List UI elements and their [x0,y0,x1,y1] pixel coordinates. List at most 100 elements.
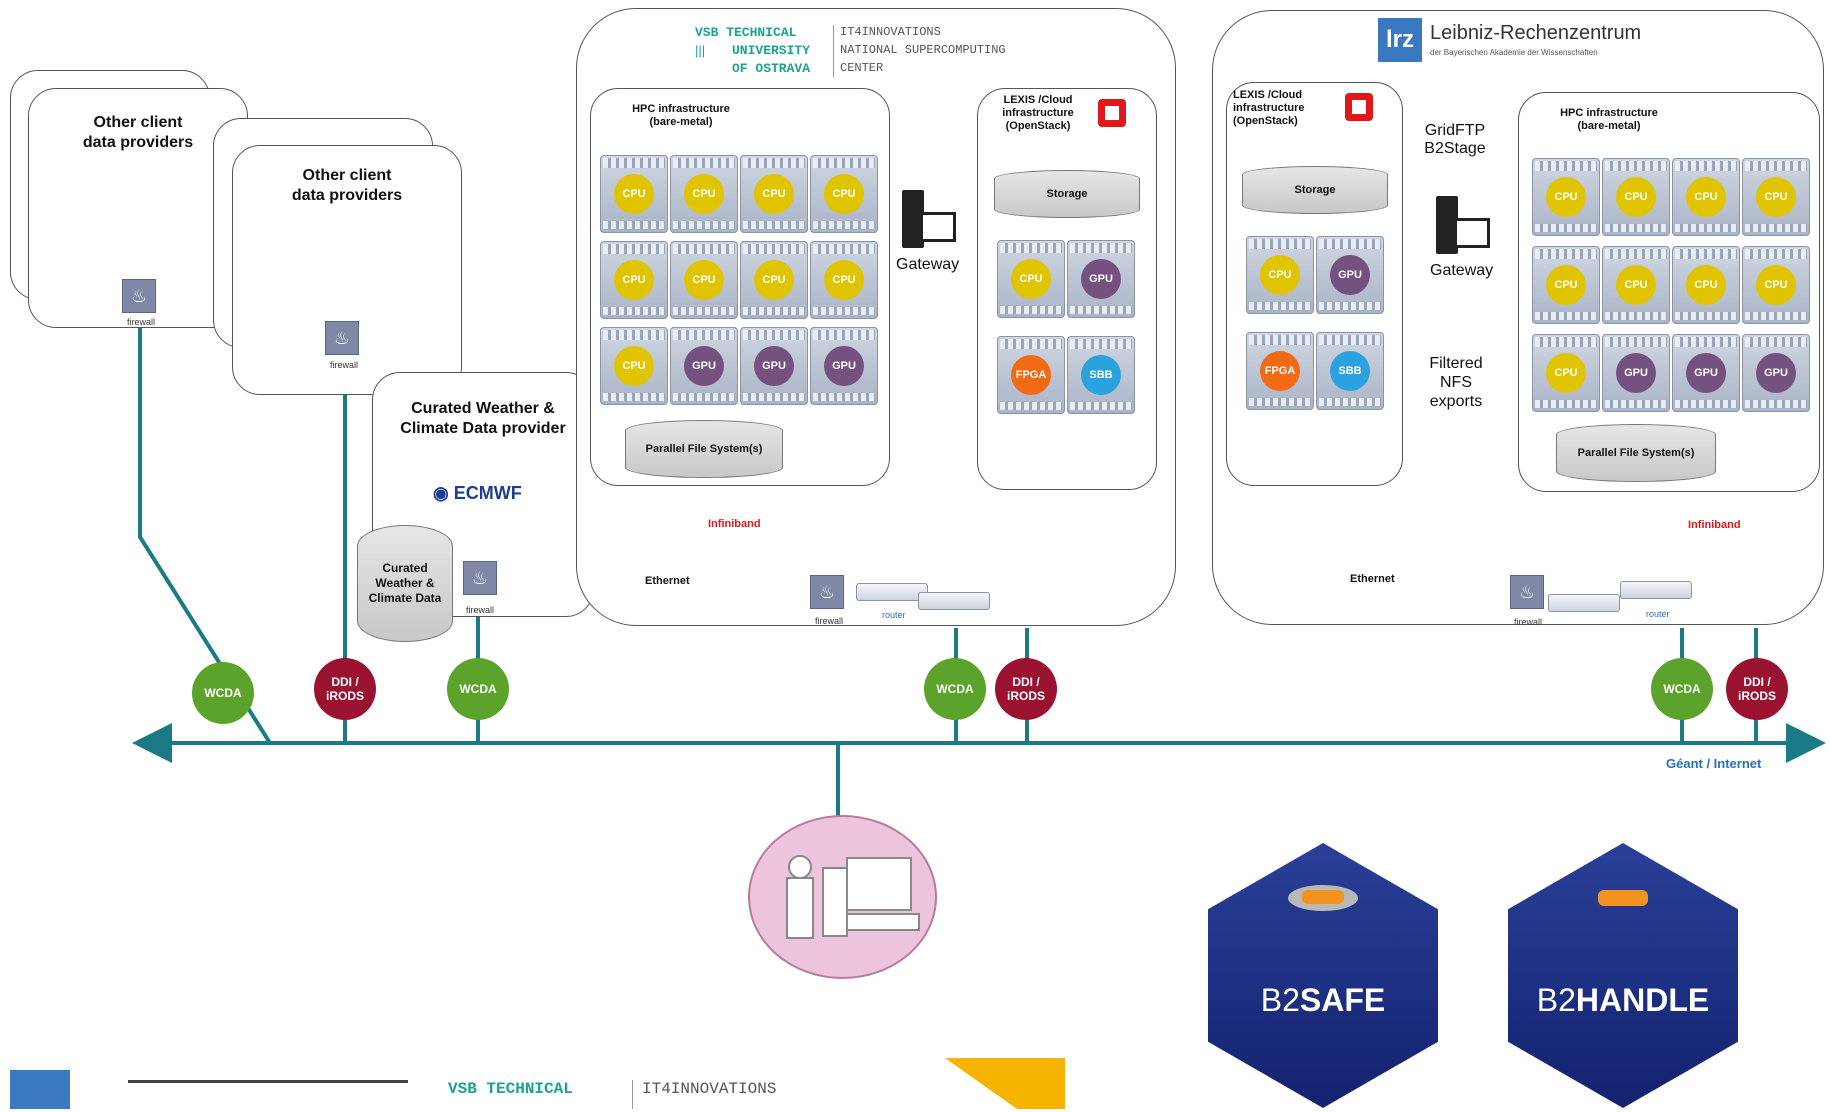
client-provider-2-title: Other client data providers [291,167,403,204]
cpu-chip: CPU [824,174,864,214]
fpga-chip: FPGA [1011,355,1051,395]
logo-divider [833,25,834,77]
it4i-logo-line2: NATIONAL SUPERCOMPUTING [840,43,1006,57]
cpu-chip: CPU [754,260,794,300]
gpu-chip: GPU [1081,259,1121,299]
ddi-irods-badge: DDI / iRODS [995,658,1057,720]
firewall-icon: ♨ [1510,575,1544,609]
vsb-logo-mark-icon: ||| [695,43,706,58]
gateway-server-icon [902,190,960,254]
ddi-irods-badge: DDI / iRODS [314,658,376,720]
gpu-chip: GPU [684,346,724,386]
lrz-gateway-label: Gateway [1430,262,1494,279]
ddi-irods-badge: DDI / iRODS [1726,658,1788,720]
fpga-chip: FPGA [1260,351,1300,391]
server-node: CPU [600,241,668,319]
lrz-parallel-file-system: Parallel File System(s) [1556,424,1716,482]
server-node: SBB [1316,332,1384,410]
lrz-hpc-title: HPC infrastructure (bare-metal) [1560,107,1658,132]
lrz-firewall-label: firewall [1514,617,1543,627]
server-node: GPU [740,327,808,405]
vsb-logo-line3: OF OSTRAVA [732,61,811,76]
lrz-logo-name: Leibniz-Rechenzentrum [1430,22,1642,44]
vsb-ethernet-label: Ethernet [645,575,690,587]
firewall-label: firewall [127,317,156,327]
gpu-chip: GPU [754,346,794,386]
server-node: GPU [810,327,878,405]
server-node: FPGA [997,336,1065,414]
it4i-logo-line3: CENTER [840,61,884,75]
server-node: CPU [740,241,808,319]
openstack-icon [1098,99,1126,127]
lrz-cloud-title: LEXIS /Cloud infrastructure (OpenStack) [1233,89,1305,127]
cpu-chip: CPU [1011,259,1051,299]
b2handle-name: HANDLE [1575,982,1710,1018]
openstack-icon [1345,93,1373,121]
gpu-chip: GPU [1756,353,1796,393]
lrz-infiniband-label: Infiniband [1688,519,1741,531]
server-node: CPU [600,155,668,233]
cpu-chip: CPU [1260,255,1300,295]
it4i-logo-line1: IT4INNOVATIONS [840,25,941,39]
b2safe-name: SAFE [1299,982,1386,1018]
gpu-chip: GPU [1686,353,1726,393]
firewall-label: firewall [330,360,359,370]
server-node: CPU [670,241,738,319]
curated-data-provider: Curated Weather & Climate Data provider … [372,372,594,617]
server-node: CPU [1602,158,1670,236]
server-node: GPU [1672,334,1740,412]
cpu-chip: CPU [684,174,724,214]
geant-internet-label: Géant / Internet [1666,756,1762,771]
router-icon [918,592,990,610]
firewall-icon: ♨ [463,561,497,595]
footer-vsb-logo: VSB TECHNICAL [448,1080,573,1098]
footer-logo-mark [10,1070,70,1109]
footer: VSB TECHNICAL IT4INNOVATIONS [0,1058,1831,1109]
cpu-chip: CPU [824,260,864,300]
vsb-hpc-title: HPC infrastructure (bare-metal) [632,103,730,128]
gpu-chip: GPU [1616,353,1656,393]
server-node: CPU [1672,158,1740,236]
footer-project-logo [128,1080,408,1112]
server-node: CPU [997,240,1065,318]
server-node: CPU [1532,158,1600,236]
vsb-logo-line2: UNIVERSITY [732,43,811,58]
firewall-icon: ♨ [325,321,359,355]
server-node: GPU [670,327,738,405]
cpu-chip: CPU [1546,265,1586,305]
vsb-parallel-file-system: Parallel File System(s) [625,420,783,478]
cpu-chip: CPU [614,174,654,214]
lrz-cloud-storage: Storage [1242,166,1388,214]
lrz-logo-mark: lrz [1378,18,1422,62]
vsb-cloud-title: LEXIS /Cloud infrastructure (OpenStack) [1002,94,1074,132]
cpu-chip: CPU [1756,265,1796,305]
wcda-badge: WCDA [192,662,254,724]
vsb-gateway-label: Gateway [896,256,960,273]
wcda-badge: WCDA [924,658,986,720]
cpu-chip: CPU [1616,177,1656,217]
server-node: CPU [1742,158,1810,236]
end-user-icon [748,815,937,979]
router-icon [1620,581,1692,599]
ecmwf-logo: ◉ ECMWF [433,483,522,504]
router-icon [1548,594,1620,612]
cpu-chip: CPU [614,346,654,386]
wcda-badge: WCDA [447,658,509,720]
b2safe-icon [1288,885,1358,911]
ecmwf-logo-text: ECMWF [453,483,522,503]
server-node: GPU [1067,240,1135,318]
lrz-ethernet-label: Ethernet [1350,573,1395,585]
server-node: GPU [1602,334,1670,412]
cpu-chip: CPU [614,260,654,300]
b2handle-label: B2HANDLE [1508,982,1738,1019]
curated-climate-data-storage: Curated Weather & Climate Data [357,525,453,642]
server-node: CPU [1742,246,1810,324]
footer-it4i-logo: IT4INNOVATIONS [642,1080,777,1098]
client-provider-1-title: Other client data providers [82,114,194,151]
wcda-badge: WCDA [1651,658,1713,720]
firewall-icon: ♨ [810,575,844,609]
cpu-chip: CPU [754,174,794,214]
cpu-chip: CPU [684,260,724,300]
vsb-logo-line1: VSB TECHNICAL [695,25,797,40]
server-node: GPU [1316,236,1384,314]
